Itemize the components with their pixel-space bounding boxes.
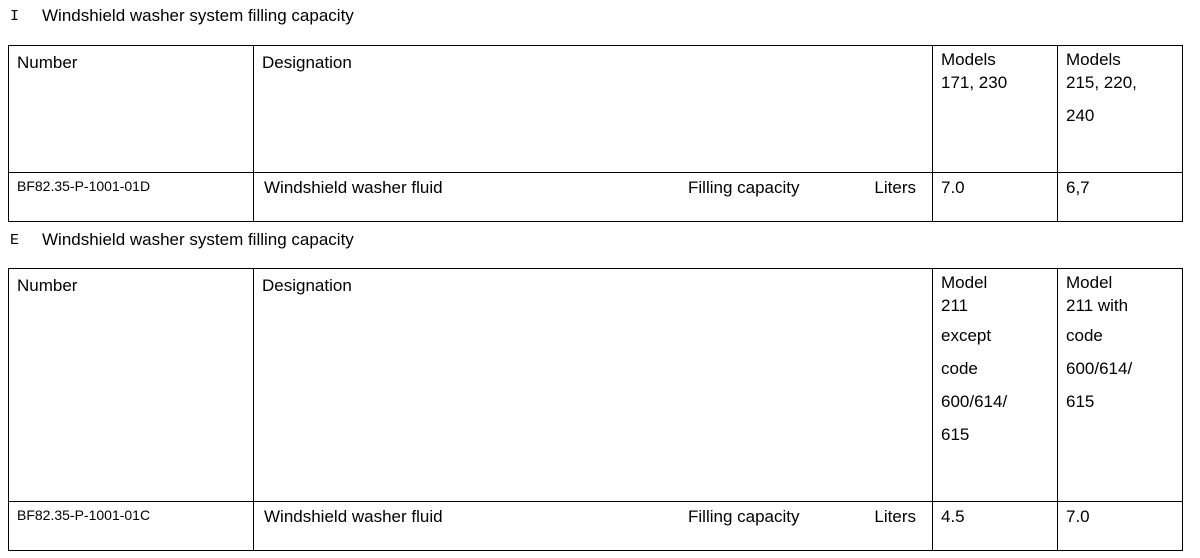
- header-designation: Designation: [253, 268, 933, 502]
- capacity-table-i: Number Designation Models 171, 230 Model…: [8, 45, 1183, 222]
- cell-number: BF82.35-P-1001-01D: [8, 172, 254, 222]
- designation-text: Windshield washer fluid: [264, 507, 443, 526]
- table-row: BF82.35-P-1001-01C Windshield washer flu…: [8, 501, 1183, 551]
- section-title: Windshield washer system filling capacit…: [42, 6, 354, 25]
- parameter-text: Filling capacity: [688, 178, 800, 197]
- header-model-a: Model 211 except code 600/614/ 615: [932, 268, 1058, 502]
- cell-designation: Windshield washer fluid Filling capacity…: [253, 172, 933, 222]
- cell-value-a: 4.5: [932, 501, 1058, 551]
- section-heading-e: E Windshield washer system filling capac…: [10, 229, 354, 251]
- section-title: Windshield washer system filling capacit…: [42, 230, 354, 249]
- header-designation: Designation: [253, 45, 933, 173]
- capacity-table-e: Number Designation Model 211 except code…: [8, 268, 1183, 551]
- cell-number: BF82.35-P-1001-01C: [8, 501, 254, 551]
- unit-text: Liters: [874, 178, 916, 197]
- cell-value-b: 7.0: [1057, 501, 1183, 551]
- cell-value-b: 6,7: [1057, 172, 1183, 222]
- header-models-a: Models 171, 230: [932, 45, 1058, 173]
- cell-value-a: 7.0: [932, 172, 1058, 222]
- parameter-text: Filling capacity: [688, 507, 800, 526]
- unit-text: Liters: [874, 507, 916, 526]
- cell-designation: Windshield washer fluid Filling capacity…: [253, 501, 933, 551]
- table-header-row: Number Designation Models 171, 230 Model…: [8, 45, 1183, 173]
- section-letter: E: [10, 231, 20, 249]
- table-row: BF82.35-P-1001-01D Windshield washer flu…: [8, 172, 1183, 222]
- header-number: Number: [8, 268, 254, 502]
- header-model-b: Model 211 with code 600/614/ 615: [1057, 268, 1183, 502]
- designation-text: Windshield washer fluid: [264, 178, 443, 197]
- section-heading-i: I Windshield washer system filling capac…: [10, 5, 354, 27]
- header-number: Number: [8, 45, 254, 173]
- section-letter: I: [10, 7, 20, 25]
- table-header-row: Number Designation Model 211 except code…: [8, 268, 1183, 502]
- header-models-b: Models 215, 220, 240: [1057, 45, 1183, 173]
